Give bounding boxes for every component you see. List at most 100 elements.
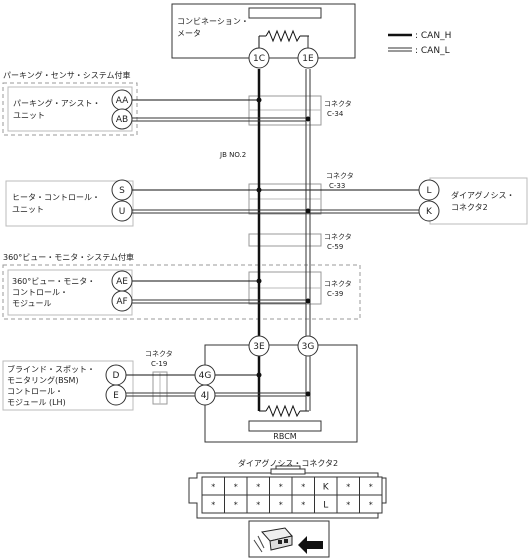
heater-control-unit: ヒータ・コントロール・ ユニット: [5, 180, 134, 227]
svg-text:1C: 1C: [253, 54, 265, 64]
svg-text:4J: 4J: [201, 391, 209, 401]
bsm-control-module: ブラインド・スポット・ モニタリング(BSM) コントロール・ モジュール (L…: [2, 360, 134, 411]
dlc-cell-label: *: [211, 483, 215, 492]
monitor-group-outline: [2, 264, 361, 320]
heater-control-unit-label-2: ユニット: [12, 205, 44, 214]
parking-group-outline: [2, 82, 138, 136]
pin-3g: 3G: [297, 335, 319, 357]
pin-1e: 1E: [297, 47, 319, 69]
diagnosis-connector-unit: ダイアグノシス・ コネクタ2: [429, 177, 528, 225]
dlc-cell-label: *: [256, 483, 260, 492]
parking-assist-unit-label-1: パーキング・アシスト・: [13, 98, 100, 108]
can-l-junction-1: [305, 116, 311, 122]
pin-s: S: [111, 179, 133, 201]
connector-c39-label-2: C-39: [327, 290, 343, 298]
pin-3e: 3E: [248, 335, 270, 357]
can-l-junction-4: [305, 391, 311, 397]
dlc-connector-face: ダイアグノシス・コネクタ2 *****K*******L**: [188, 458, 387, 519]
svg-text:L: L: [426, 186, 431, 196]
can-h-junction-3: [256, 278, 262, 284]
svg-text:1E: 1E: [302, 54, 314, 64]
can-h-junction-1: [256, 97, 262, 103]
connector-c34-label-2: C-34: [327, 110, 344, 118]
svg-text:U: U: [119, 207, 126, 217]
dlc-cell-label: *: [301, 501, 305, 510]
pin-u: U: [111, 200, 133, 222]
rbcm-resistor: [265, 404, 301, 418]
pin-l-diag: L: [418, 179, 440, 201]
bsm-control-module-label-1: ブラインド・スポット・: [7, 364, 95, 374]
svg-text:E: E: [113, 391, 119, 401]
combination-meter-header: [248, 7, 322, 19]
legend-can-l-label: : CAN_L: [415, 46, 450, 56]
svg-text:4G: 4G: [199, 371, 212, 381]
plug-pin-icon-b: [284, 539, 288, 543]
combination-meter-label-1: コンビネーション・: [177, 17, 249, 26]
svg-text:AB: AB: [116, 115, 128, 125]
can-l-junction-3: [305, 298, 311, 304]
rbcm-label: RBCM: [273, 432, 296, 441]
dlc-cell-label: *: [369, 501, 373, 510]
svg-text:K: K: [426, 207, 433, 217]
parking-assist-unit-label-2: ユニット: [13, 111, 45, 120]
dlc-cell-label: *: [234, 501, 238, 510]
combination-meter-label-2: メータ: [177, 29, 201, 38]
monitor-control-module: 360°ビュー・モニタ・ コントロール・ モジュール: [7, 269, 133, 316]
connector-location-icon: [248, 520, 330, 558]
bsm-control-module-label-2: モニタリング(BSM): [7, 375, 79, 385]
diagnosis-connector-label-2: コネクタ2: [451, 203, 488, 212]
pin-d: D: [105, 364, 127, 386]
pin-aa: AA: [111, 89, 133, 111]
connector-c19-label-2: C-19: [151, 360, 167, 368]
svg-text:AF: AF: [116, 297, 127, 307]
dlc-cells: *****K*******L**: [201, 476, 383, 514]
pin-4g: 4G: [194, 364, 216, 386]
pin-ab: AB: [111, 108, 133, 130]
rbcm-header: [248, 420, 322, 432]
parking-assist-unit: パーキング・アシスト・ ユニット: [7, 86, 133, 132]
dlc-cell-label: *: [211, 501, 215, 510]
heater-control-unit-label-1: ヒータ・コントロール・: [12, 193, 100, 202]
svg-text:AE: AE: [116, 277, 128, 287]
can-h-junction-4: [256, 372, 262, 378]
svg-text:3G: 3G: [302, 342, 315, 352]
legend-can-h-label: : CAN_H: [415, 31, 451, 41]
can-l-wiring: [124, 36, 420, 411]
parking-assist-unit-box: [7, 86, 133, 132]
monitor-group-title: 360°ビュー・モニタ・システム付車: [3, 252, 134, 262]
pin-af: AF: [111, 290, 133, 312]
pin-e: E: [105, 384, 127, 406]
plug-pin-icon-a: [278, 540, 282, 544]
meter-resistor: [265, 29, 301, 43]
bsm-control-module-box: [2, 360, 134, 411]
dlc-cell-label: *: [369, 483, 373, 492]
connector-c59-label-2: C-59: [327, 243, 343, 251]
dlc-cell: [359, 494, 383, 514]
dlc-title: ダイアグノシス・コネクタ2: [238, 458, 338, 468]
heater-control-unit-box: [5, 180, 134, 227]
insert-arrow-icon: [298, 536, 323, 554]
can-h-junction-2: [256, 187, 262, 193]
pins: 1C 1E AA AB S U L K: [105, 47, 440, 406]
svg-text:D: D: [113, 371, 120, 381]
connectors: コネクタ C-34 コネクタ C-33 コネクタ C-59 コネクタ C-39 …: [145, 95, 354, 405]
plug-cable-icon: [253, 535, 265, 553]
bsm-control-module-label-4: モジュール (LH): [7, 398, 66, 407]
diagnosis-connector-label-1: ダイアグノシス・: [451, 190, 514, 200]
dlc-cell-label: *: [279, 483, 283, 492]
dlc-key-tab: [275, 465, 301, 470]
svg-text:S: S: [119, 186, 125, 196]
connector-c59-box: [248, 233, 322, 247]
can-h-wiring: [124, 36, 420, 411]
pin-4j: 4J: [194, 384, 216, 406]
dlc-cell-label: *: [346, 483, 350, 492]
diagnosis-connector-box: [429, 177, 528, 225]
connector-c19-label-1: コネクタ: [145, 349, 173, 358]
parking-group-title: パーキング・センサ・システム付車: [3, 70, 131, 80]
connector-c39-label-1: コネクタ: [324, 279, 352, 288]
dlc-cell-label: *: [279, 501, 283, 510]
monitor-control-module-label-3: モジュール: [12, 299, 51, 308]
dlc-key: [270, 468, 306, 475]
dlc-cell-label: *: [301, 483, 305, 492]
